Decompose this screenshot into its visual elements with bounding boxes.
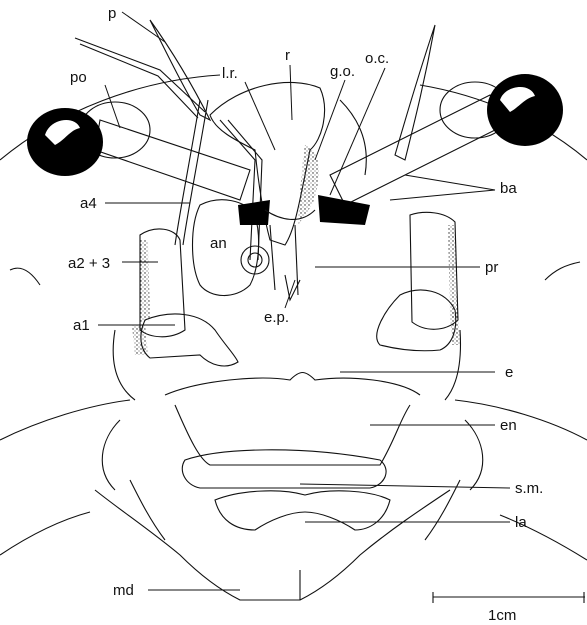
label-po: po — [70, 69, 87, 86]
label-oc: o.c. — [365, 50, 389, 67]
label-en: en — [500, 417, 517, 434]
label-r: r — [285, 47, 290, 64]
label-sm: s.m. — [515, 480, 543, 497]
left-eye — [27, 102, 250, 200]
label-a1: a1 — [73, 317, 90, 334]
label-a23: a2 + 3 — [68, 255, 110, 272]
label-a4: a4 — [80, 195, 97, 212]
antennule-base — [132, 200, 460, 366]
label-an: an — [210, 235, 227, 252]
label-md: md — [113, 582, 134, 599]
epistome — [165, 373, 420, 396]
label-pr: pr — [485, 259, 498, 276]
label-la: la — [515, 514, 527, 531]
scale-bar-label: 1cm — [488, 607, 516, 624]
label-p: p — [108, 5, 116, 22]
label-go: g.o. — [330, 63, 355, 80]
label-lr: l.r. — [222, 65, 238, 82]
right-eye — [330, 74, 563, 205]
label-ba: ba — [500, 180, 517, 197]
label-ep: e.p. — [264, 309, 289, 326]
label-e: e — [505, 364, 513, 381]
endostome — [102, 405, 482, 490]
scale-bar: 1cm — [433, 592, 585, 624]
mouthparts — [95, 450, 460, 600]
rostrum — [150, 20, 435, 245]
labels: p po l.r. r g.o. o.c. ba a4 an a2 + 3 pr… — [68, 5, 543, 599]
